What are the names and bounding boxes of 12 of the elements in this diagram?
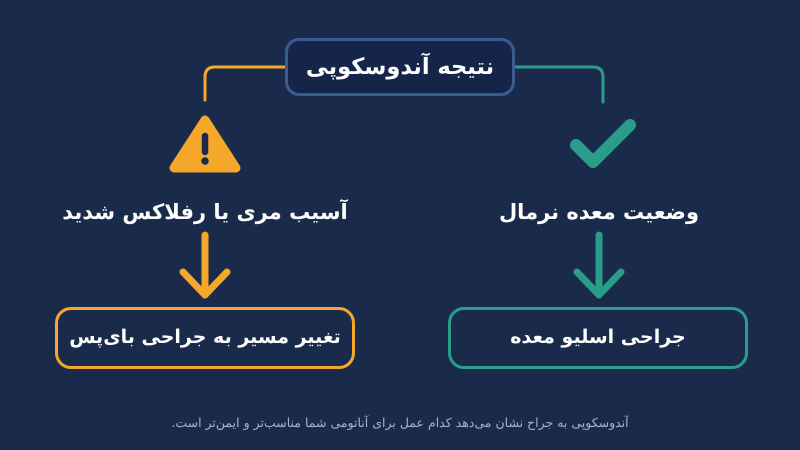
arrow	[574, 232, 624, 298]
connector-line	[204, 66, 286, 102]
result-box: جراحی اسلیو معده	[448, 307, 748, 369]
heading: وضعیت معده نرمال	[498, 198, 700, 226]
check-icon	[568, 117, 638, 171]
title-box: نتیجه آندوسکوپی	[285, 38, 515, 96]
arrow	[180, 232, 230, 298]
connector-line	[514, 66, 604, 104]
heading: آسیب مری یا رفلاکس شدید	[62, 198, 348, 226]
caption: آندوسکوپی به جراح نشان می‌دهد کدام عمل برای آناتومی شما مناسب‌تر و ایمن‌تر است.	[171, 414, 629, 432]
result-box: تغییر مسیر به جراحی بای‌پس	[55, 307, 355, 369]
warning-icon	[170, 115, 240, 173]
